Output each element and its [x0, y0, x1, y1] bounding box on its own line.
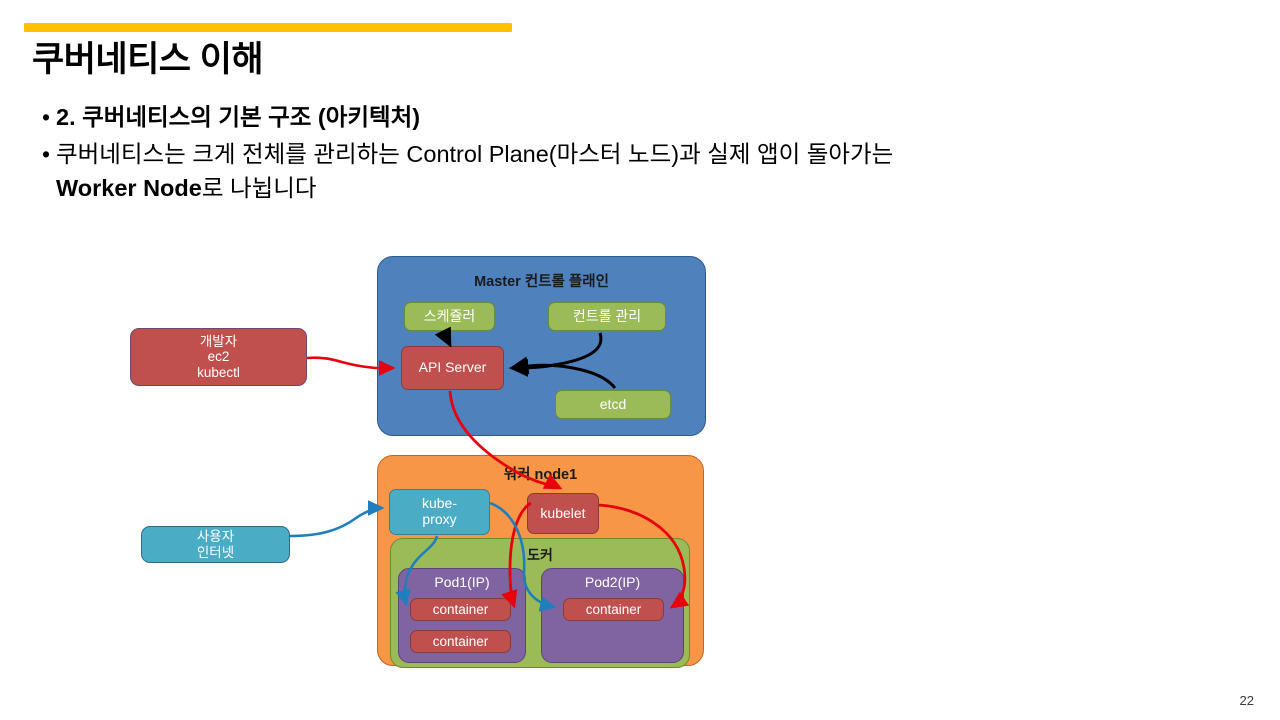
kube-proxy-node: kube- proxy [389, 489, 490, 535]
bullet-item-1: • 2. 쿠버네티스의 기본 구조 (아키텍처) [36, 100, 1216, 134]
etcd-node: etcd [555, 390, 671, 419]
bullet-line-1: 쿠버네티스는 크게 전체를 관리하는 Control Plane(마스터 노드)… [56, 141, 894, 167]
api-server-label: API Server [418, 359, 487, 376]
container-label: container [432, 633, 489, 649]
bullet-line-2-rest: 로 나뉩니다 [201, 175, 317, 201]
bullet-text: 2. 쿠버네티스의 기본 구조 (아키텍처) [56, 104, 421, 130]
title-accent-bar [24, 23, 512, 32]
pod1-container-2: container [410, 630, 511, 653]
slide-number: 22 [1239, 693, 1254, 708]
developer-actor-node: 개발자 ec2 kubectl [130, 328, 307, 386]
bullet-item-2: • 쿠버네티스는 크게 전체를 관리하는 Control Plane(마스터 노… [36, 137, 1216, 205]
bullet-marker: • [42, 104, 51, 130]
container-label: container [585, 601, 642, 617]
kubelet-label: kubelet [540, 504, 586, 521]
pod2-container-1: container [563, 598, 664, 621]
container-label: container [432, 601, 489, 617]
bullet-marker: • [42, 141, 51, 167]
bullet-list: • 2. 쿠버네티스의 기본 구조 (아키텍처) • 쿠버네티스는 크게 전체를… [36, 100, 1216, 208]
pod1-container-1: container [410, 598, 511, 621]
etcd-label: etcd [599, 395, 627, 412]
developer-label: 개발자 ec2 kubectl [197, 334, 240, 380]
worker-node-label: 워커 node1 [503, 467, 578, 483]
user-actor-node: 사용자 인터넷 [141, 526, 290, 563]
pod2-label: Pod2(IP) [584, 574, 641, 590]
arrow-user-to-kube-proxy [289, 500, 385, 538]
pod1-label: Pod1(IP) [434, 574, 490, 590]
scheduler-node: 스케쥴러 [404, 302, 495, 331]
api-server-node: API Server [401, 346, 504, 390]
kube-proxy-label: kube- proxy [421, 495, 458, 527]
scheduler-label: 스케쥴러 [423, 307, 476, 324]
master-control-plane-label: Master 컨트롤 플래인 [474, 274, 609, 290]
bullet-text: 쿠버네티스는 크게 전체를 관리하는 Control Plane(마스터 노드)… [56, 137, 1216, 205]
page-title: 쿠버네티스 이해 [32, 40, 264, 79]
docker-label: 도커 [527, 547, 553, 563]
user-label: 사용자 인터넷 [196, 529, 235, 560]
controller-manager-node: 컨트롤 관리 [548, 302, 666, 331]
bullet-line-2-bold: Worker Node [56, 175, 202, 201]
controller-manager-label: 컨트롤 관리 [572, 307, 642, 324]
kubelet-node: kubelet [527, 493, 599, 534]
